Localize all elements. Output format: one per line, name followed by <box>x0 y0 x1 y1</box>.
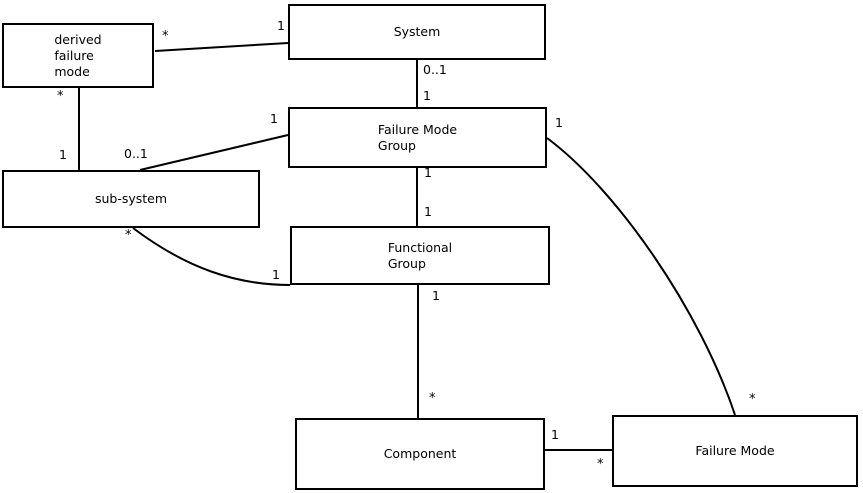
class-name-derived-failure-mode: derived failure mode <box>54 31 102 79</box>
class-name-functional-group: Functional Group <box>387 239 453 271</box>
multiplicity-label-m-subsys-down-star: * <box>125 228 132 243</box>
multiplicity-label-m-system-down-01: 0..1 <box>423 62 447 77</box>
association-derived-failure-mode--system[interactable] <box>154 42 289 52</box>
multiplicity-label-m-dfm-down-1: 1 <box>59 147 67 162</box>
class-box-functional-group[interactable]: Functional Group <box>290 226 550 285</box>
multiplicity-label-m-fmg-down-1: 1 <box>424 165 432 180</box>
multiplicity-label-m-dfm-star: * <box>162 29 169 44</box>
multiplicity-label-m-fmg-right-1: 1 <box>555 115 563 130</box>
multiplicity-label-m-system-1: 1 <box>277 18 285 33</box>
association-failure-mode-group--failure-mode[interactable] <box>546 137 736 416</box>
multiplicity-label-m-subsys-01: 0..1 <box>124 146 148 161</box>
multiplicity-label-m-comp-right-1: 1 <box>551 427 559 442</box>
class-name-component: Component <box>383 446 457 461</box>
class-name-system: System <box>393 24 441 39</box>
class-box-failure-mode-group[interactable]: Failure Mode Group <box>288 107 547 168</box>
multiplicity-label-m-fm-left-star: * <box>597 457 604 472</box>
class-name-sub-system: sub-system <box>94 191 168 206</box>
class-name-failure-mode: Failure Mode <box>695 443 775 458</box>
association-sub-system--functional-group[interactable] <box>132 227 291 286</box>
class-name-failure-mode-group: Failure Mode Group <box>377 121 458 153</box>
multiplicity-label-m-fm-top-star: * <box>749 392 756 407</box>
multiplicity-label-m-dfm-down-star: * <box>57 89 64 104</box>
multiplicity-label-m-fg-up-1: 1 <box>424 204 432 219</box>
multiplicity-label-m-comp-up-star: * <box>429 391 436 406</box>
multiplicity-label-m-system-down-1: 1 <box>423 88 431 103</box>
class-box-component[interactable]: Component <box>295 418 545 490</box>
multiplicity-label-m-fmg-left-1: 1 <box>270 111 278 126</box>
multiplicity-label-m-fg-down-1: 1 <box>432 288 440 303</box>
class-box-sub-system[interactable]: sub-system <box>2 170 260 228</box>
class-box-system[interactable]: System <box>288 4 546 60</box>
class-box-failure-mode[interactable]: Failure Mode <box>612 415 858 487</box>
class-box-derived-failure-mode[interactable]: derived failure mode <box>2 23 154 88</box>
association-sub-system--failure-mode-group[interactable] <box>139 134 289 171</box>
multiplicity-label-m-fg-left-1: 1 <box>272 267 280 282</box>
